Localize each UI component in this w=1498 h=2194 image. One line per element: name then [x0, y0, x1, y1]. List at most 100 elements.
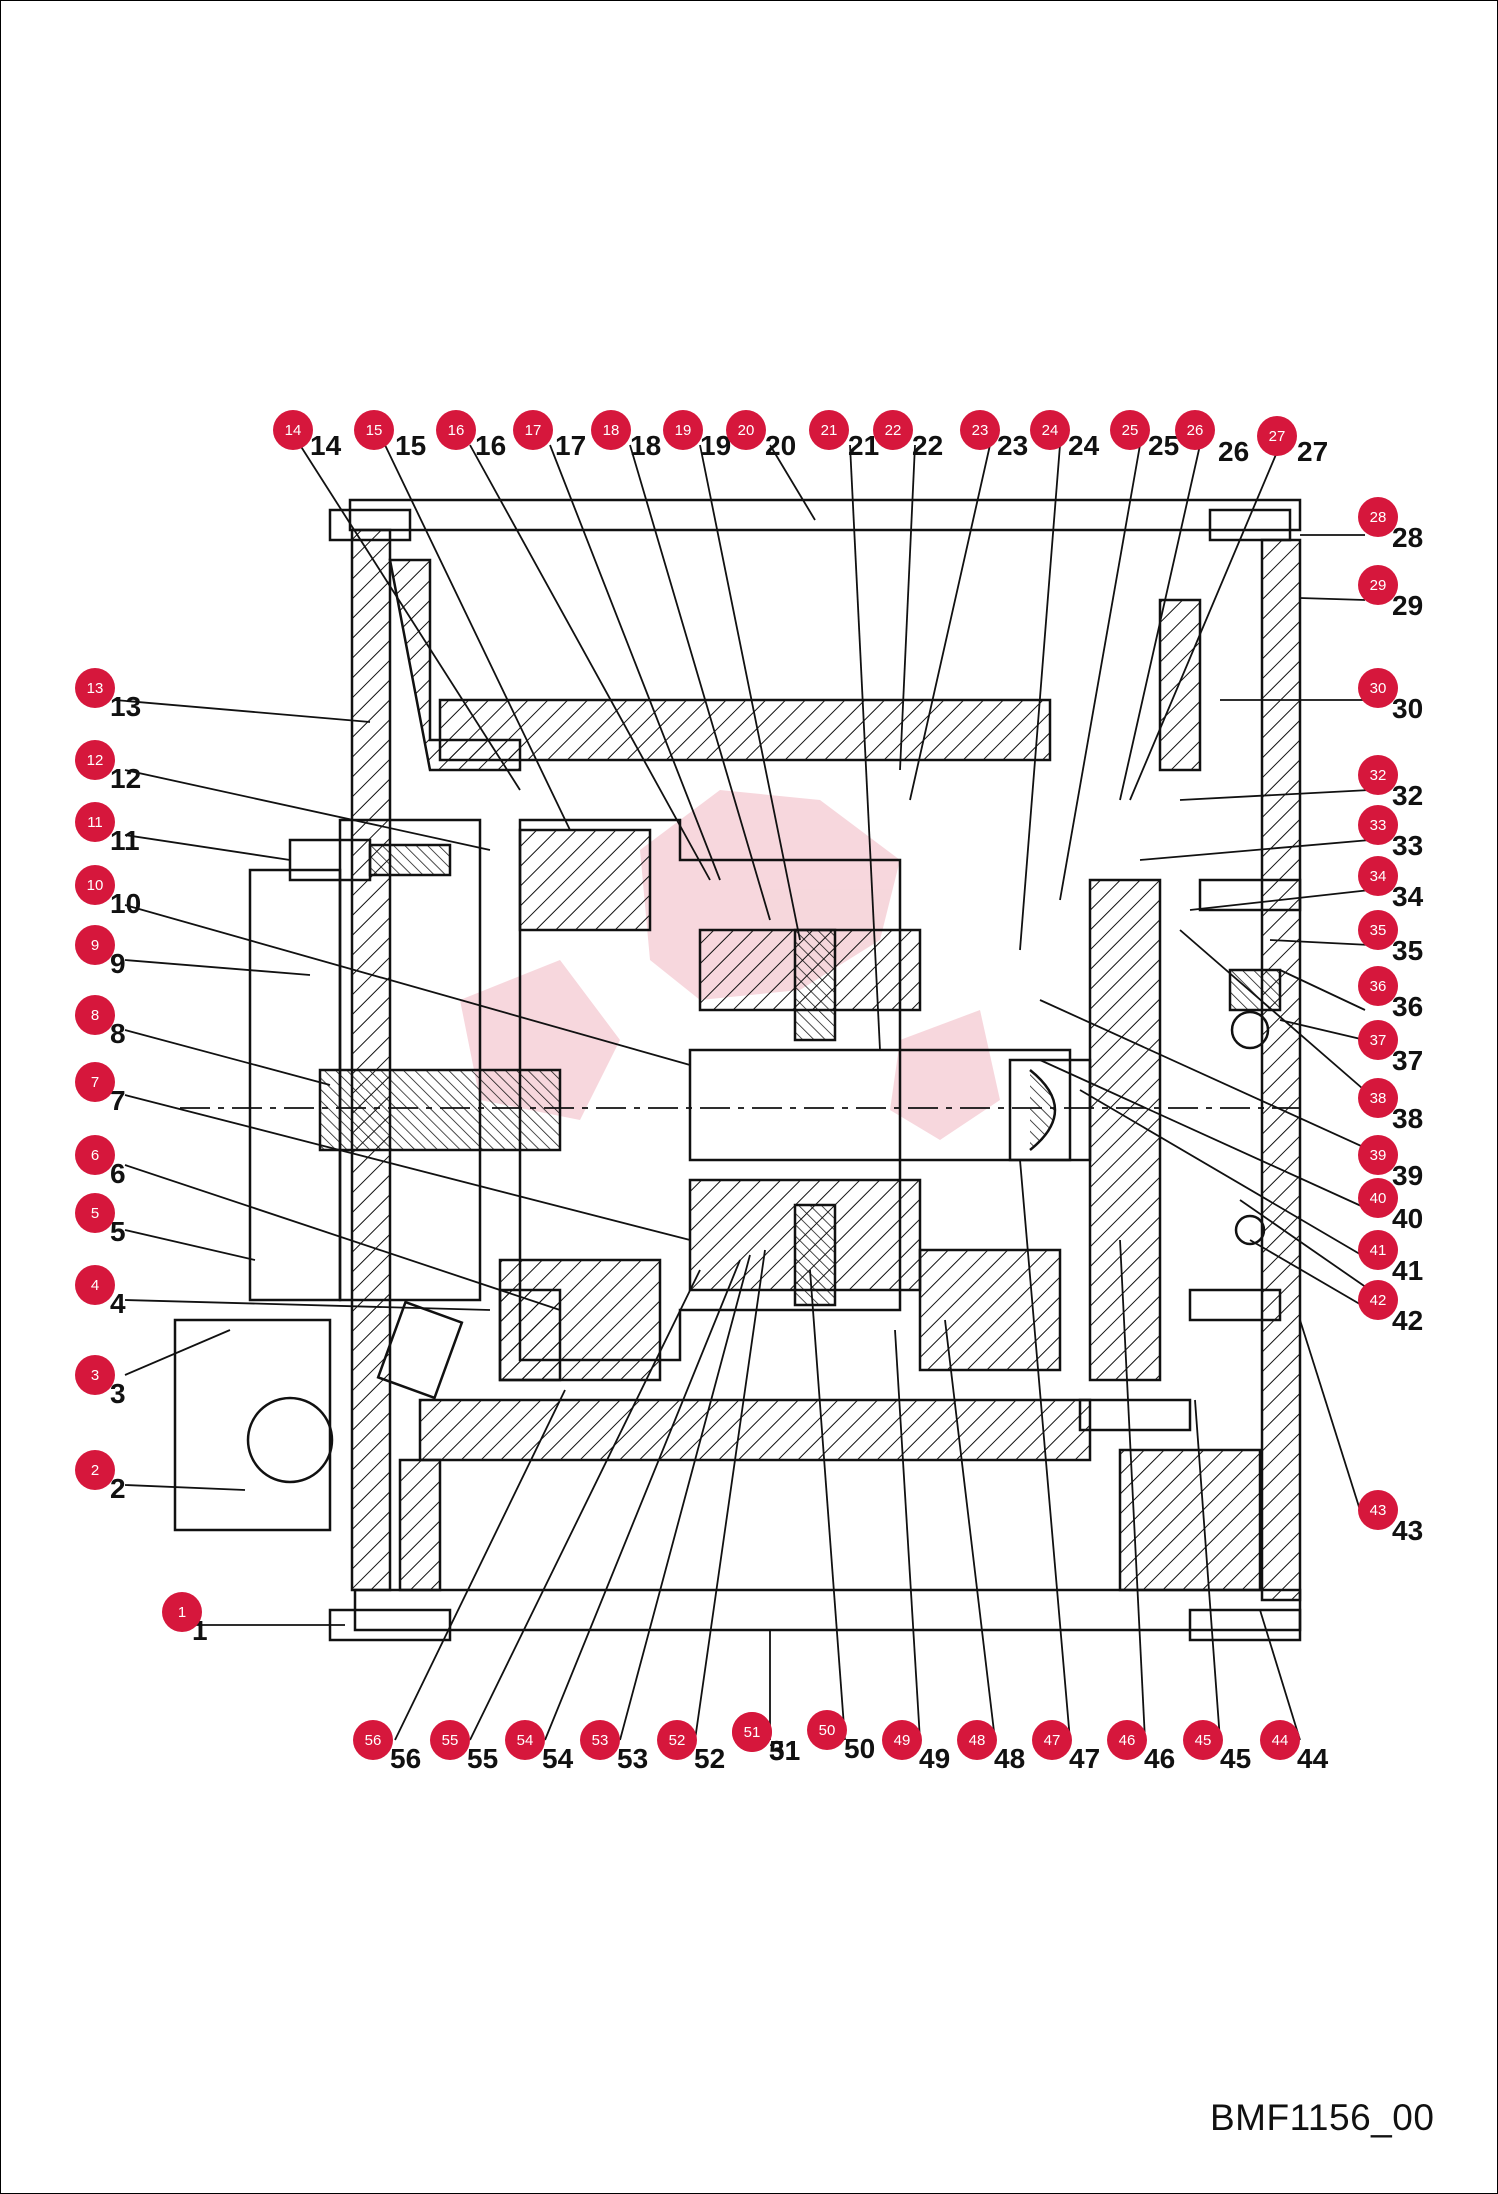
callout-badge-41 [1358, 1230, 1398, 1270]
callout-badge-28 [1358, 497, 1398, 537]
callout-number-12: 12 [110, 763, 141, 794]
callout-badge-44 [1260, 1720, 1300, 1760]
callout-badge-label-20: 20 [738, 422, 755, 439]
callout-badge-label-41: 41 [1370, 1242, 1387, 1259]
callout-badge-17 [513, 410, 553, 450]
callout-badge-label-39: 39 [1370, 1147, 1387, 1164]
callout-badge-50 [807, 1710, 847, 1750]
callout-badge-7 [75, 1062, 115, 1102]
callout-number-47: 47 [1069, 1743, 1100, 1774]
callout-number-8: 8 [110, 1018, 126, 1049]
callout-badge-15 [354, 410, 394, 450]
callout-number-54: 54 [542, 1743, 574, 1774]
callout-badge-56 [353, 1720, 393, 1760]
callout-badge-label-50: 50 [819, 1722, 836, 1739]
callout-badge-label-26: 26 [1187, 422, 1204, 439]
callout-badge-42 [1358, 1280, 1398, 1320]
callout-number-39: 39 [1392, 1160, 1423, 1191]
callout-number-22: 22 [912, 430, 943, 461]
callout-2: 22 [75, 1450, 126, 1504]
callout-badge-label-13: 13 [87, 680, 104, 697]
callout-badge-label-2: 2 [91, 1462, 99, 1479]
callout-badge-35 [1358, 910, 1398, 950]
callout-badge-label-38: 38 [1370, 1090, 1387, 1107]
callout-number-51: 51 [769, 1735, 800, 1766]
callout-badge-38 [1358, 1078, 1398, 1118]
callout-number-27: 27 [1297, 436, 1328, 467]
callout-badge-label-9: 9 [91, 937, 99, 954]
callout-badge-43 [1358, 1490, 1398, 1530]
callout-badge-37 [1358, 1020, 1398, 1060]
callout-number-52: 52 [694, 1743, 725, 1774]
callout-badge-2 [75, 1450, 115, 1490]
callout-badge-23 [960, 410, 1000, 450]
callout-number-31: 31 [769, 1735, 800, 1766]
callout-number-15: 15 [395, 430, 426, 461]
callout-number-41: 41 [1392, 1255, 1423, 1286]
callout-badge-34 [1358, 856, 1398, 896]
callout-number-35: 35 [1392, 935, 1423, 966]
callout-badge-label-8: 8 [91, 1007, 99, 1024]
callout-number-24: 24 [1068, 430, 1100, 461]
callout-41: 41 41 [1358, 1230, 1423, 1286]
callout-number-44: 44 [1297, 1743, 1329, 1774]
callout-number-16: 16 [475, 430, 506, 461]
callout-number-43: 43 [1392, 1515, 1423, 1546]
callout-badge-label-18: 18 [603, 422, 620, 439]
callout-badge-label-19: 19 [675, 422, 692, 439]
callout-number-2: 2 [110, 1473, 126, 1504]
callout-number-53: 53 [617, 1743, 648, 1774]
callout-badge-label-53: 53 [592, 1732, 609, 1749]
callout-badge-label-10: 10 [87, 877, 104, 894]
callout-5: 55 [75, 1193, 126, 1247]
callout-badge-label-45: 45 [1195, 1732, 1212, 1749]
callout-badge-40 [1358, 1178, 1398, 1218]
callout-number-37: 37 [1392, 1045, 1423, 1076]
callout-badge-label-42: 42 [1370, 1292, 1387, 1309]
callout-badge-label-28: 28 [1370, 509, 1387, 526]
callout-badge-label-32: 32 [1370, 767, 1387, 784]
callout-badge-30 [1358, 668, 1398, 708]
callout-badge-label-27: 27 [1269, 428, 1286, 445]
callout-badge-9 [75, 925, 115, 965]
callout-badge-label-33: 33 [1370, 817, 1387, 834]
callout-7: 77 [75, 1062, 126, 1116]
callout-badge-label-48: 48 [969, 1732, 986, 1749]
callout-number-36: 36 [1392, 991, 1423, 1022]
callout-badge-14 [273, 410, 313, 450]
callout-number-40: 40 [1392, 1203, 1423, 1234]
callout-number-11: 11 [110, 825, 140, 856]
callout-badge-36 [1358, 966, 1398, 1006]
callout-badge-label-3: 3 [91, 1367, 99, 1384]
callout-11: 11 11 [75, 802, 140, 856]
callout-badge-6 [75, 1135, 115, 1175]
callout-badge-label-37: 37 [1370, 1032, 1387, 1049]
callout-badge-21 [809, 410, 849, 450]
callout-27: 27 27 [1257, 416, 1328, 467]
callout-badge-label-52: 52 [669, 1732, 686, 1749]
callout-number-42: 42 [1392, 1305, 1423, 1336]
callout-badge-47 [1032, 1720, 1072, 1760]
callout-badge-label-11: 11 [87, 814, 103, 831]
callout-badge-label-1: 1 [178, 1604, 186, 1621]
callout-number-45: 45 [1220, 1743, 1251, 1774]
callout-badge-11 [75, 802, 115, 842]
callout-badge-29 [1358, 565, 1398, 605]
callout-badge-52 [657, 1720, 697, 1760]
callout-number-14: 14 [310, 430, 342, 461]
callout-number-28: 28 [1392, 522, 1423, 553]
callout-badge-label-12: 12 [87, 752, 104, 769]
